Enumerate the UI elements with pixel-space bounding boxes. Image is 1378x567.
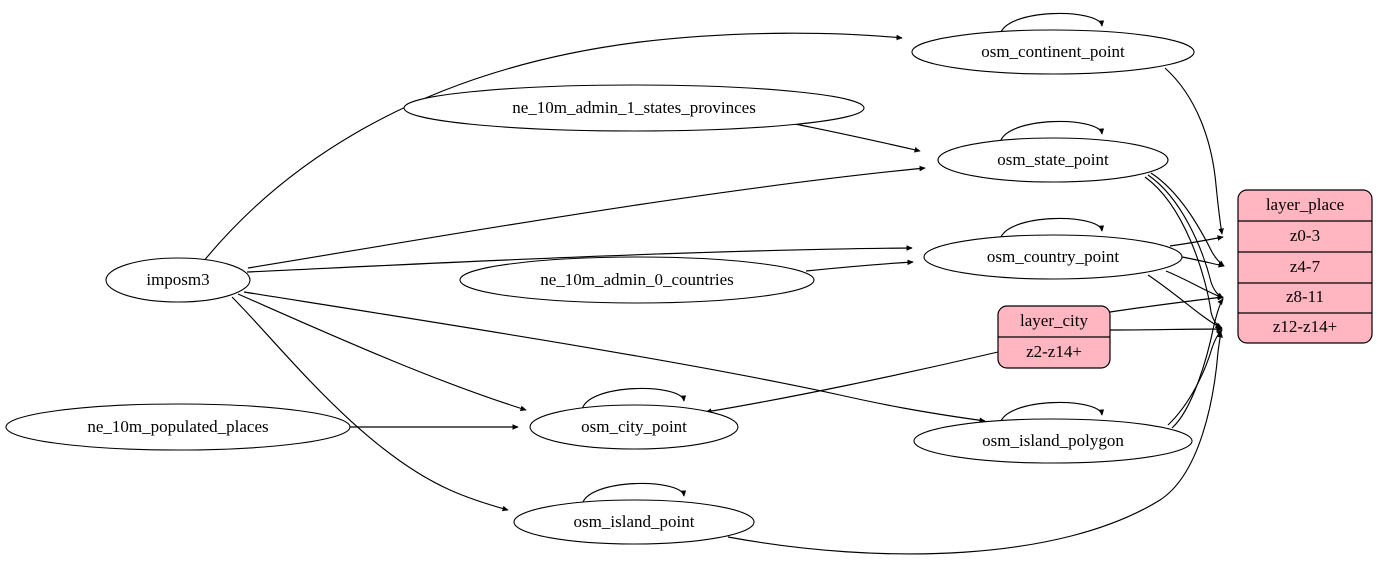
- node-label-osm_city_point: osm_city_point: [581, 417, 687, 436]
- edge-osm_country_point-to-layer_place-z0-3: [1169, 237, 1223, 247]
- layer_place-row-z4-7[interactable]: z4-7: [1290, 257, 1321, 276]
- node-label-osm_country_point: osm_country_point: [987, 247, 1119, 266]
- edge-imposm3-to-osm_continent_point: [202, 32, 902, 263]
- node-osm_state_point[interactable]: osm_state_point: [937, 137, 1169, 183]
- layer_place-row-z0-3[interactable]: z0-3: [1290, 226, 1320, 245]
- edge-osm_continent_point-self-loop: [999, 12, 1102, 36]
- edge-osm_city_point-self-loop: [581, 387, 684, 411]
- layer_place-row-z8-11[interactable]: z8-11: [1286, 287, 1324, 306]
- edge-layer_city-to-layer_place-z12-z14: [1109, 329, 1222, 330]
- edge-layer_city-to-layer_place-z8-11: [1109, 297, 1223, 313]
- layer_city-row-title: layer_city: [1020, 311, 1088, 330]
- layer_place-row-title: layer_place: [1266, 195, 1344, 214]
- node-osm_city_point[interactable]: osm_city_point: [529, 404, 739, 450]
- node-label-osm_island_point: osm_island_point: [574, 512, 695, 531]
- edge-imposm3-to-osm_city_point: [237, 293, 526, 410]
- node-label-ne_10m_admin_0_countries: ne_10m_admin_0_countries: [540, 270, 734, 289]
- node-ne_10m_admin_1_states_provinces[interactable]: ne_10m_admin_1_states_provinces: [403, 84, 865, 132]
- node-label-osm_continent_point: osm_continent_point: [981, 42, 1125, 61]
- node-osm_country_point[interactable]: osm_country_point: [923, 234, 1183, 280]
- edge-imposm3-to-osm_country_point: [246, 248, 912, 273]
- node-label-osm_state_point: osm_state_point: [997, 150, 1109, 169]
- edge-osm_island_polygon-to-layer_place-z12-z14: [1167, 330, 1222, 426]
- node-osm_island_point[interactable]: osm_island_point: [513, 499, 755, 545]
- node-layer_city[interactable]: layer_city z2-z14+: [997, 305, 1111, 369]
- edge-ne_10m_admin_0_countries-to-osm_country_point: [805, 262, 913, 272]
- node-label-osm_island_polygon: osm_island_polygon: [982, 431, 1124, 450]
- edge-osm_island_polygon-self-loop: [999, 401, 1102, 425]
- layer_place-row-z12-z14[interactable]: z12-z14+: [1273, 317, 1337, 336]
- node-osm_continent_point[interactable]: osm_continent_point: [911, 29, 1195, 75]
- edge-osm_island_point-self-loop: [581, 482, 684, 506]
- edge-osm_island_polygon-to-layer_place-z8-11: [1171, 299, 1224, 429]
- edge-layer: [202, 12, 1224, 555]
- edge-imposm3-to-osm_island_point: [231, 296, 508, 510]
- edge-imposm3-to-osm_state_point: [247, 168, 925, 269]
- node-label-ne_10m_admin_1_states_provinces: ne_10m_admin_1_states_provinces: [512, 98, 756, 117]
- edge-osm_continent_point-to-layer_place-z0-3: [1164, 67, 1222, 234]
- edge-osm_state_point-self-loop: [999, 120, 1102, 144]
- edge-layer_city-to-osm_city_point: [706, 351, 999, 412]
- node-ne_10m_populated_places[interactable]: ne_10m_populated_places: [5, 403, 351, 451]
- node-layer_place[interactable]: layer_place z0-3 z4-7 z8-11 z12-z14+: [1237, 189, 1373, 344]
- edge-osm_country_point-to-layer_place-z4-7: [1181, 256, 1224, 266]
- node-layer: imposm3 ne_10m_admin_1_states_provinces …: [5, 29, 1195, 545]
- layer_city-row-z2-z14[interactable]: z2-z14+: [1026, 342, 1082, 361]
- node-osm_island_polygon[interactable]: osm_island_polygon: [913, 418, 1193, 464]
- node-ne_10m_admin_0_countries[interactable]: ne_10m_admin_0_countries: [459, 256, 815, 304]
- node-imposm3[interactable]: imposm3: [105, 257, 251, 303]
- edge-osm_island_point-to-layer_place-z12-z14: [727, 332, 1221, 555]
- edge-ne_10m_admin_1_states_provinces-to-osm_state_point: [794, 123, 920, 151]
- node-label-ne_10m_populated_places: ne_10m_populated_places: [87, 417, 268, 436]
- edge-imposm3-to-osm_island_polygon: [243, 291, 985, 421]
- edge-osm_country_point-self-loop: [999, 217, 1102, 241]
- node-label-imposm3: imposm3: [146, 270, 209, 289]
